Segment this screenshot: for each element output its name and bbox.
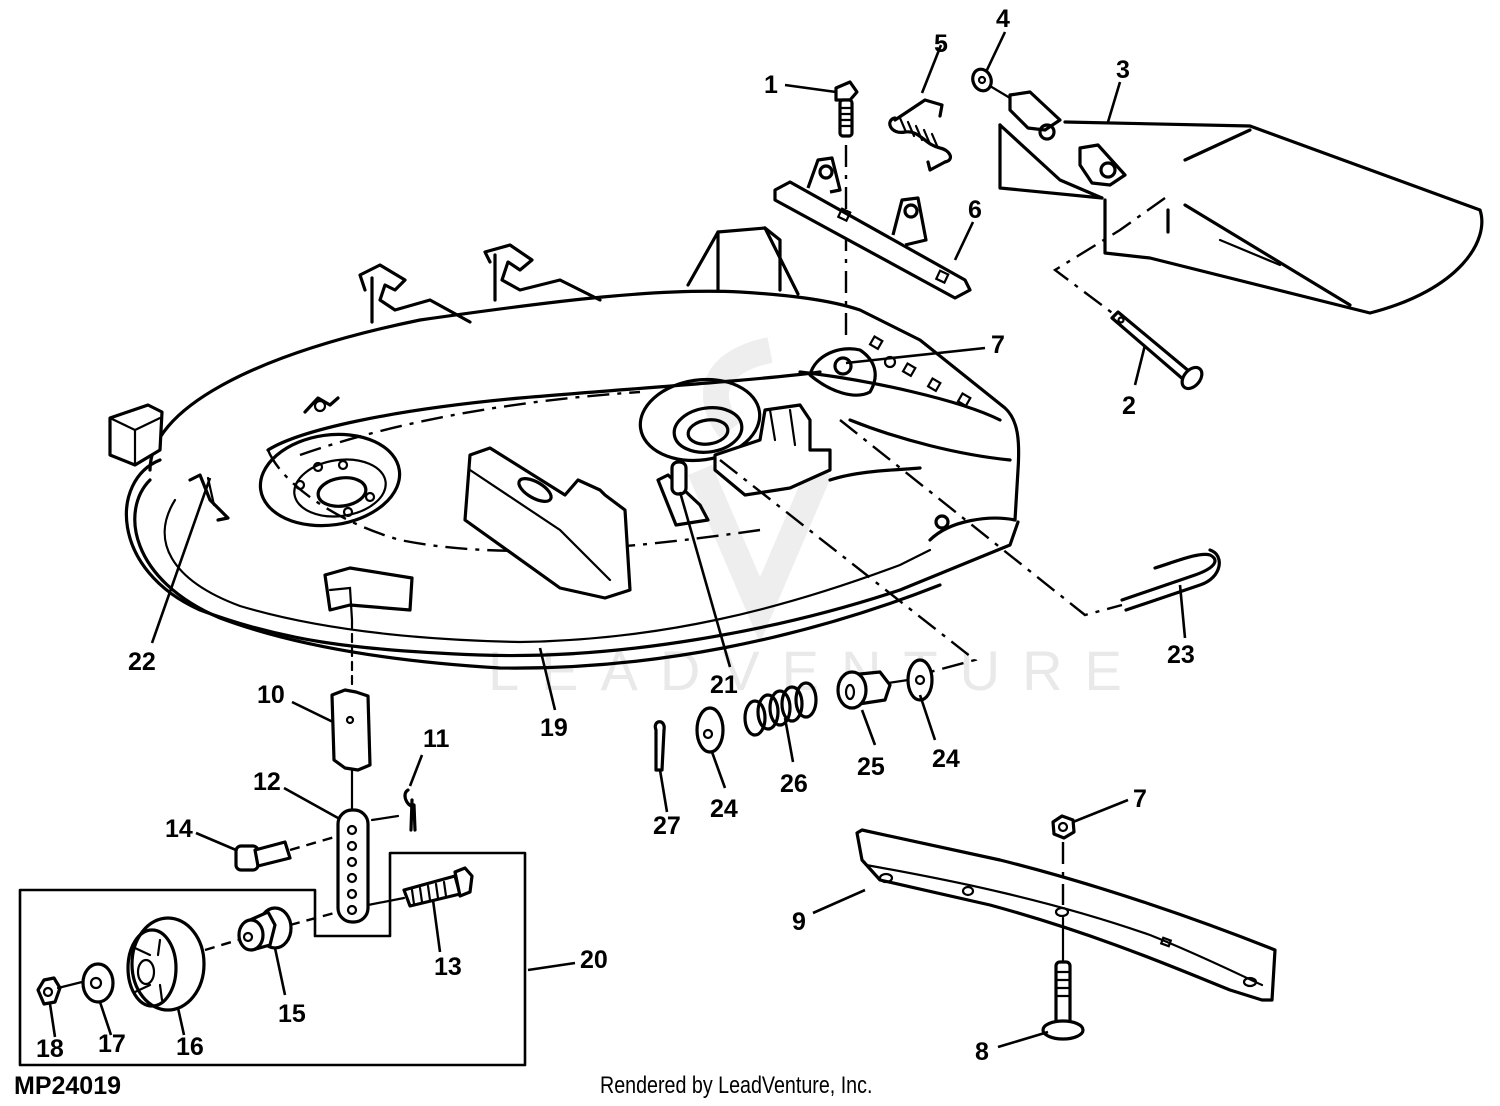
figure-code: MP24019 — [14, 1072, 122, 1100]
bracket-assembly-drawing — [773, 80, 972, 335]
callout-22: 22 — [128, 648, 156, 676]
callout-7-deck: 7 — [991, 331, 1005, 359]
callout-24-left: 24 — [710, 795, 738, 823]
leader-lines — [48, 31, 1187, 1049]
callout-11: 11 — [423, 725, 450, 753]
gauge-wheel-drawing — [18, 618, 527, 1067]
watermark-text: LEADVENTURE — [488, 639, 1144, 702]
callout-1: 1 — [764, 71, 778, 99]
callout-6: 6 — [968, 196, 982, 224]
callout-17: 17 — [98, 1030, 126, 1058]
callout-26: 26 — [780, 770, 808, 798]
callout-9: 9 — [792, 908, 806, 936]
callout-12: 12 — [253, 768, 281, 796]
callout-13: 13 — [434, 953, 462, 981]
callout-24-right: 24 — [932, 745, 960, 773]
callout-labels: 1 2 3 4 5 6 7 7 8 9 10 11 12 13 14 15 16… — [36, 5, 1195, 1066]
watermark: LEADVENTURE — [488, 337, 1144, 702]
callout-15: 15 — [278, 1000, 306, 1028]
callout-27: 27 — [653, 812, 681, 840]
callout-21: 21 — [710, 671, 738, 699]
spring-hardware-drawing — [653, 459, 978, 772]
callout-20: 20 — [580, 946, 608, 974]
callout-10: 10 — [257, 681, 285, 709]
callout-14: 14 — [165, 815, 193, 843]
callout-25: 25 — [857, 753, 885, 781]
callout-3: 3 — [1116, 56, 1130, 84]
callout-7-skid: 7 — [1133, 785, 1147, 813]
callout-23: 23 — [1167, 641, 1195, 669]
chute-drawing — [971, 67, 1484, 391]
render-credit: Rendered by LeadVenture, Inc. — [600, 1072, 873, 1099]
mower-deck-drawing — [108, 226, 1021, 670]
locking-pin-drawing — [839, 419, 1221, 617]
callout-16: 16 — [176, 1033, 204, 1061]
callout-8: 8 — [975, 1038, 989, 1066]
callout-2: 2 — [1122, 392, 1136, 420]
callout-4: 4 — [996, 5, 1010, 33]
callout-5: 5 — [934, 30, 948, 58]
callout-19: 19 — [540, 714, 568, 742]
skid-strip-drawing — [855, 814, 1277, 1041]
callout-18: 18 — [36, 1035, 64, 1063]
